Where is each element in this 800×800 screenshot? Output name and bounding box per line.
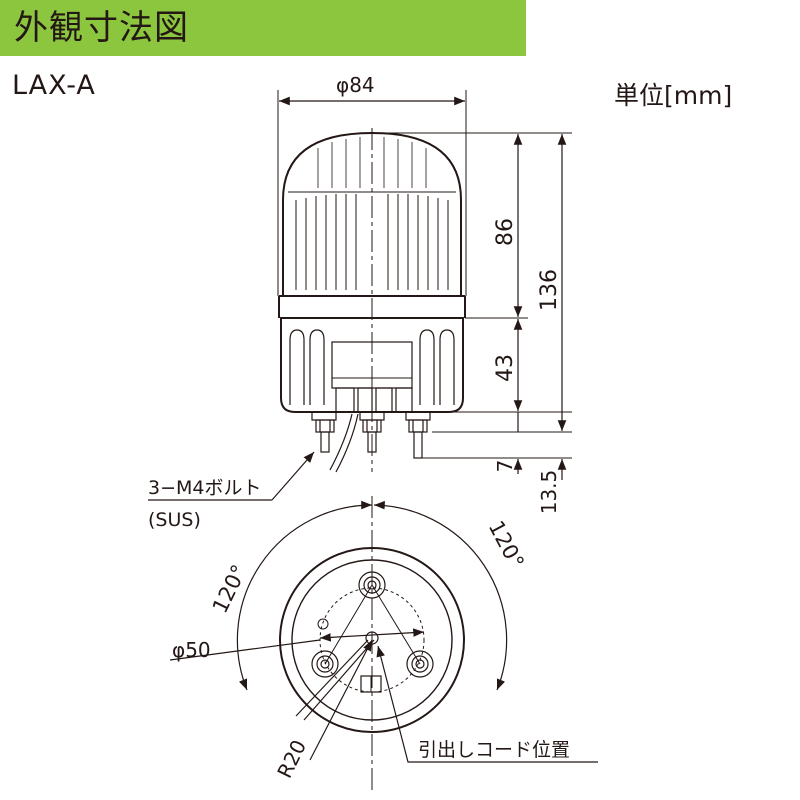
base-feet: [335, 387, 413, 413]
label-136: 136: [537, 269, 562, 311]
model-label: LAX-A: [12, 70, 96, 101]
label-cord-position: 引出しコード位置: [418, 739, 570, 761]
extension-lines: [277, 90, 572, 459]
r20-leader: [309, 639, 373, 761]
label-43: 43: [493, 354, 518, 382]
dome-ribs: [295, 194, 449, 290]
side-view: [148, 90, 572, 501]
label-bolt-2: (SUS): [148, 509, 201, 531]
header-bar: 外観寸法図: [0, 0, 526, 56]
arc-120-right: [373, 500, 508, 691]
bolt-left: [311, 411, 337, 453]
label-r20: R20: [272, 736, 311, 782]
pcd-line-right: [371, 584, 421, 665]
cord: [329, 413, 359, 473]
label-13-5: 13.5: [537, 470, 561, 515]
label-angle-right: 120°: [484, 517, 529, 573]
dim-line-phi50: [319, 628, 425, 642]
label-86: 86: [493, 218, 518, 246]
cord-bottom: [295, 639, 375, 721]
bolt-leader-diag: [271, 451, 315, 501]
bolt-hole-top: [358, 571, 386, 599]
label-diameter: φ84: [336, 73, 375, 97]
bolt-hole-right: [406, 650, 434, 678]
label-angle-left: 120°: [208, 561, 252, 617]
label-7: 7: [493, 460, 517, 473]
arc-120-left: [236, 500, 373, 691]
base-slots: [289, 329, 455, 405]
phi50-leader: [169, 639, 321, 661]
label-bolt-1: 3−M4ボルト: [148, 477, 262, 499]
bolt-right: [405, 411, 431, 459]
pcd-line-left: [324, 584, 373, 665]
cord-position-leader: [376, 645, 598, 763]
bolt-center: [359, 411, 385, 453]
bolt-hole-left: [311, 650, 339, 678]
dome-top-ribs: [317, 137, 427, 188]
unit-label: 単位[mm]: [614, 81, 733, 110]
page-title: 外観寸法図: [14, 8, 189, 48]
bottom-view: [169, 496, 598, 790]
label-phi50: φ50: [172, 638, 211, 662]
small-mark: [317, 618, 329, 630]
